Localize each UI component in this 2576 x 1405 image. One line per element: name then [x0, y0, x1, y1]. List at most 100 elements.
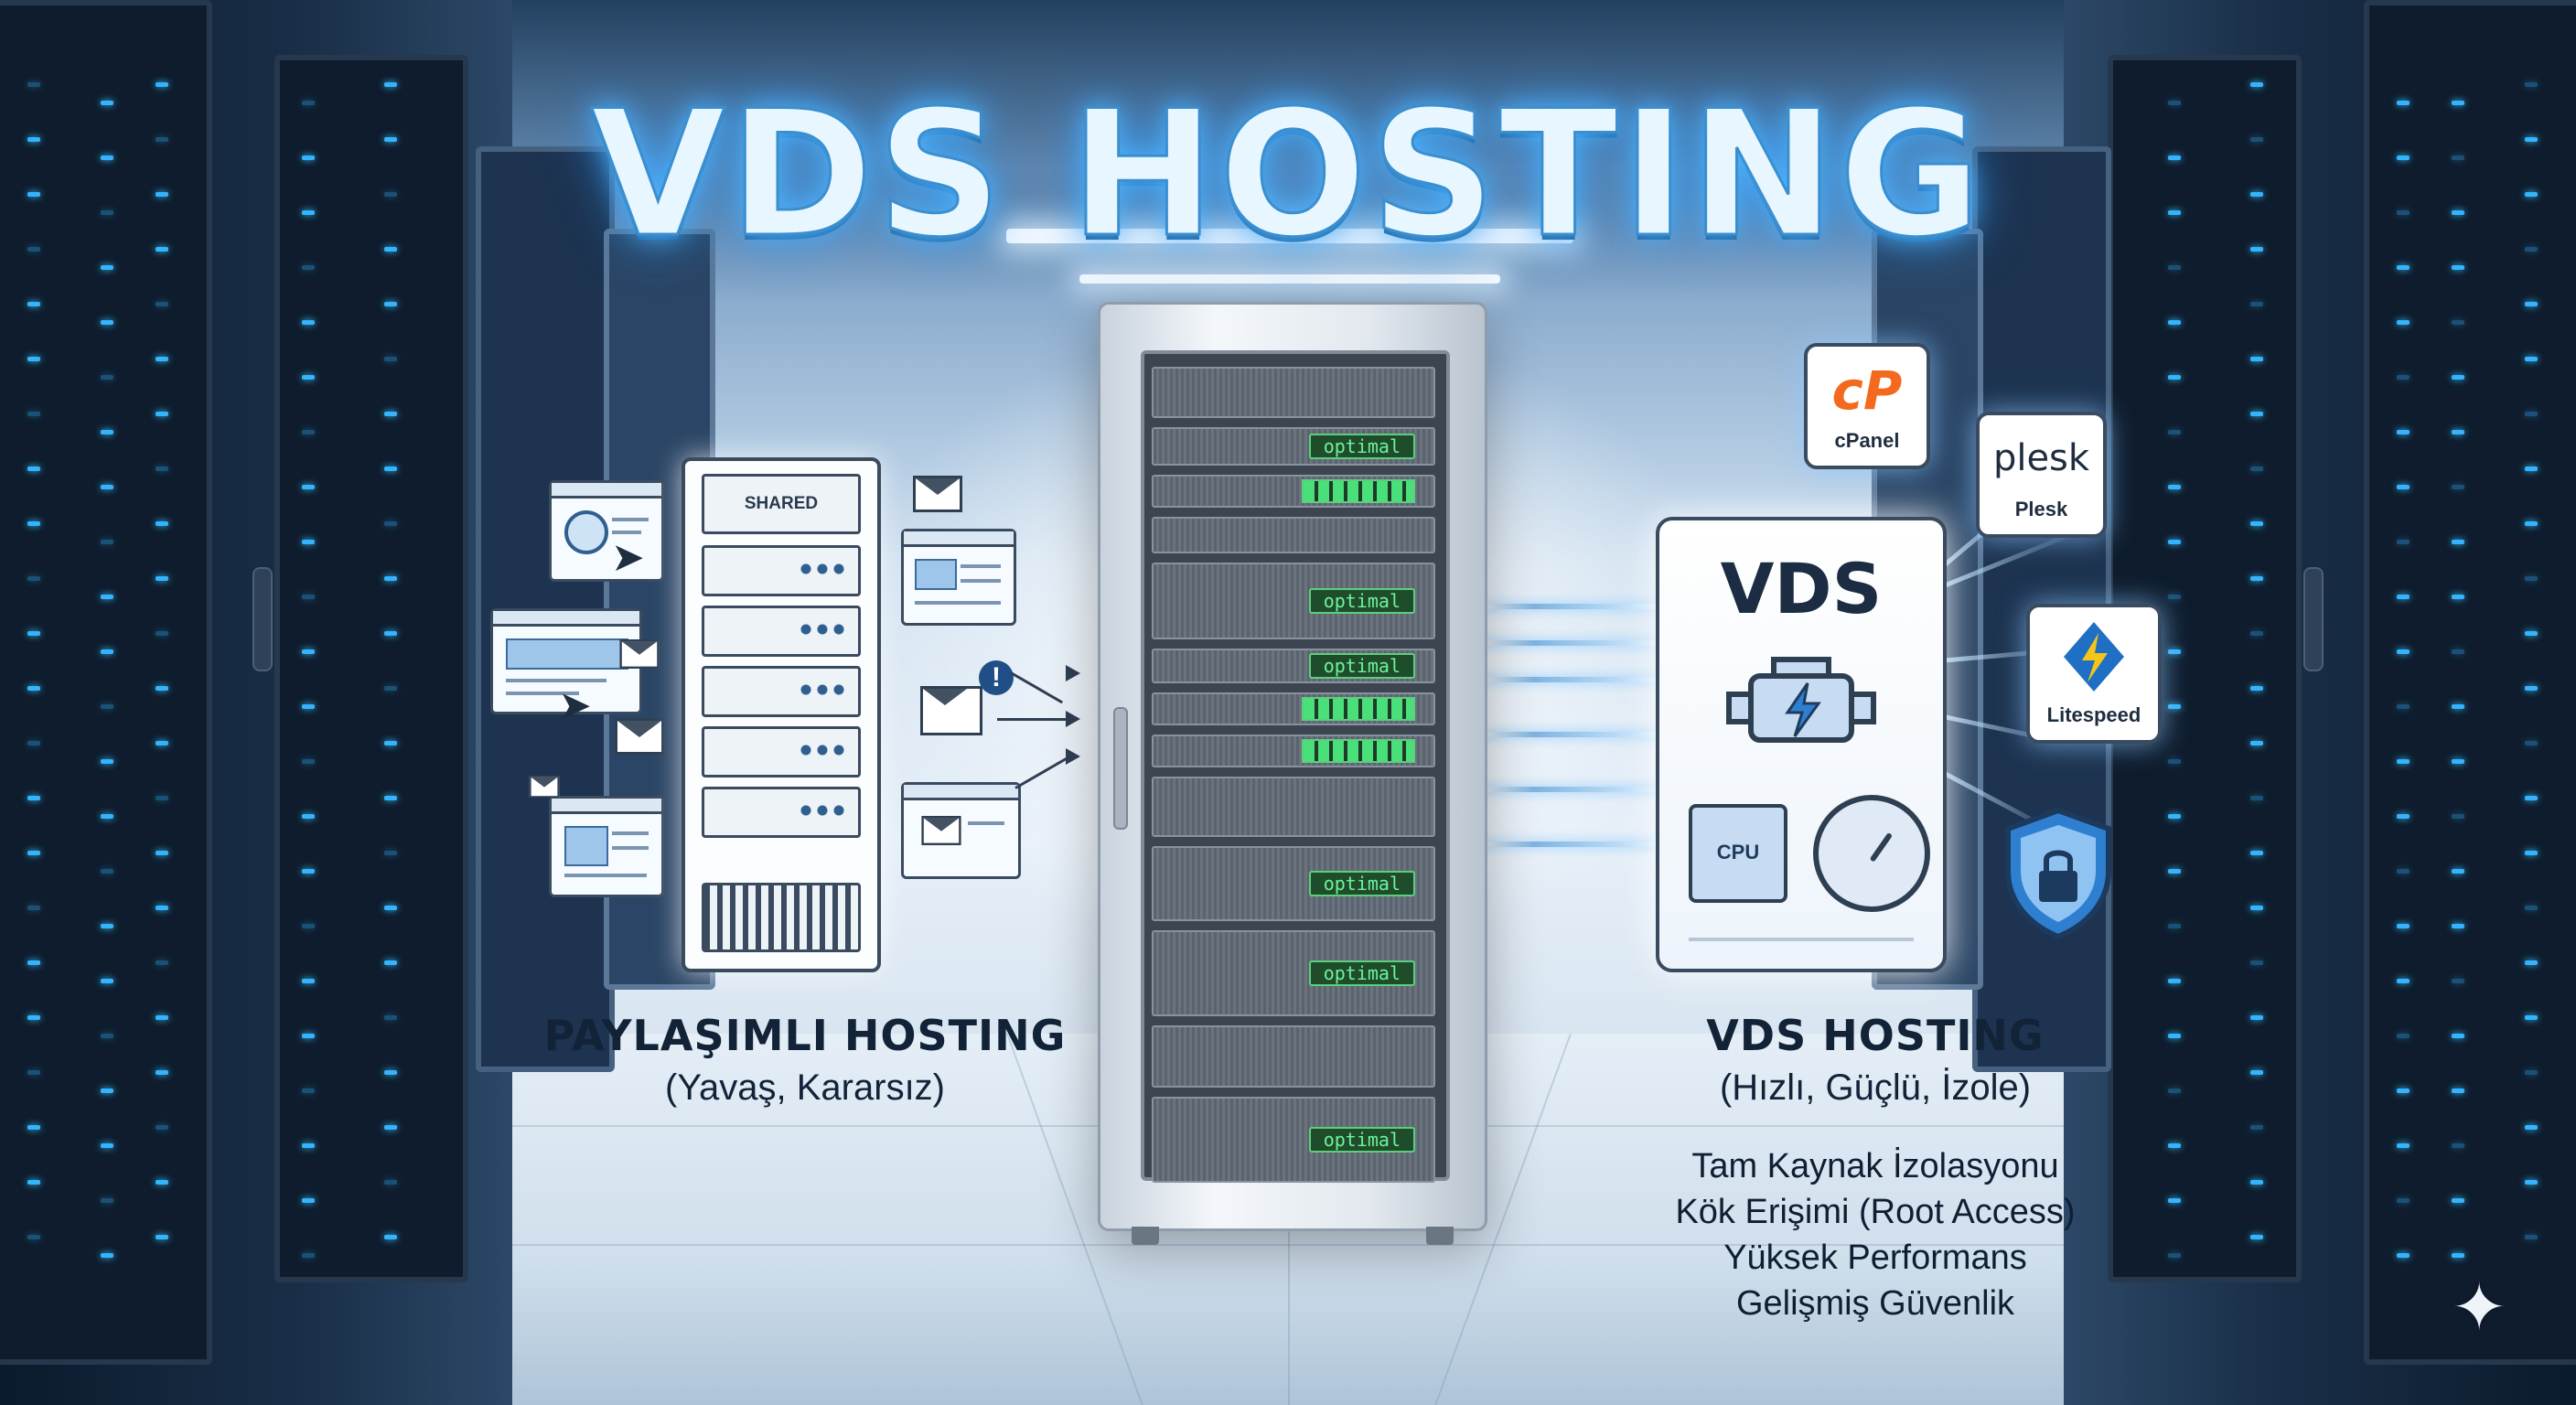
rack-led — [27, 686, 40, 691]
flow-arrow — [997, 718, 1068, 721]
rack-led — [2168, 759, 2181, 764]
rack-led — [27, 357, 40, 361]
rack-led — [2397, 759, 2410, 764]
rack-led — [2397, 1143, 2410, 1148]
rack-led — [156, 1015, 168, 1020]
ceiling-light — [1079, 274, 1500, 284]
page-title: VDS HOSTING — [589, 72, 1986, 277]
status-badge: optimal — [1308, 960, 1415, 986]
rack-led — [27, 1015, 40, 1020]
rack-led — [2452, 265, 2464, 270]
rack-led — [156, 1125, 168, 1130]
rack-led — [2525, 137, 2538, 142]
rack-led — [2452, 485, 2464, 489]
rack-led — [27, 1125, 40, 1130]
sparkle-icon: ✦ — [2452, 1271, 2507, 1345]
rack-led — [156, 1070, 168, 1075]
shared-hosting-caption: PAYLAŞIMLI HOSTING (Yavaş, Kararsız) — [494, 1011, 1116, 1109]
rack-led — [2525, 467, 2538, 471]
rack-led — [27, 302, 40, 306]
rack-led — [2525, 960, 2538, 965]
connection-line — [1482, 604, 1656, 609]
rack-led — [2452, 759, 2464, 764]
rack-led — [384, 82, 397, 87]
rack-led — [2397, 1253, 2410, 1258]
rack-led — [156, 247, 168, 252]
rack-led — [2452, 101, 2464, 105]
engine-icon — [1726, 657, 1876, 743]
rack-led — [2525, 686, 2538, 691]
rack-led — [384, 796, 397, 800]
rack-led — [2250, 302, 2263, 306]
rack-led — [2397, 265, 2410, 270]
rack-led — [2452, 156, 2464, 160]
rack-led — [384, 631, 397, 636]
rack-led — [302, 1198, 315, 1203]
rack-led — [2525, 741, 2538, 745]
rack-led — [2525, 412, 2538, 416]
rack-led — [27, 796, 40, 800]
rack-led — [101, 485, 113, 489]
rack-led — [2250, 851, 2263, 855]
connection-line — [1482, 732, 1656, 737]
rack-led — [302, 485, 315, 489]
plesk-label: Plesk — [2014, 498, 2068, 520]
rack-led — [2250, 1125, 2263, 1130]
rack-led — [384, 412, 397, 416]
rack-led — [101, 1253, 113, 1258]
rack-led — [2397, 430, 2410, 434]
rack-led — [101, 540, 113, 544]
rack-led — [2250, 467, 2263, 471]
feature-item: Tam Kaynak İzolasyonu — [1691, 1147, 2059, 1185]
rack-led — [101, 979, 113, 983]
rack-led — [156, 960, 168, 965]
lightning-icon — [1785, 682, 1821, 737]
rack-led — [156, 192, 168, 197]
rack-led — [101, 101, 113, 105]
shared-hosting-server: SHARED HOSTING — [682, 457, 881, 972]
flow-arrow — [1066, 665, 1080, 681]
rack-led — [2525, 851, 2538, 855]
envelope-icon — [913, 476, 962, 512]
rack-led — [2168, 595, 2181, 599]
rack-led — [2168, 430, 2181, 434]
flow-arrow — [1066, 748, 1080, 765]
server-unit: optimal — [1152, 846, 1435, 921]
rack-led — [2397, 1034, 2410, 1038]
rack-led — [384, 960, 397, 965]
rack-led — [2168, 101, 2181, 105]
rack-led — [384, 521, 397, 526]
rack-handle — [252, 567, 273, 671]
rack-led — [2397, 156, 2410, 160]
rack-led — [2397, 704, 2410, 709]
rack-led — [302, 814, 315, 819]
rack-led — [2397, 485, 2410, 489]
rack-led — [2250, 906, 2263, 910]
rack-led — [2250, 1070, 2263, 1075]
server-unit — [1152, 517, 1435, 553]
rack-led — [384, 247, 397, 252]
flow-arrow — [1066, 711, 1080, 727]
rack-led — [2250, 412, 2263, 416]
rack-led — [2525, 1235, 2538, 1239]
server-unit: optimal — [1152, 1097, 1435, 1183]
litespeed-label: Litespeed — [2046, 703, 2141, 726]
browser-window — [901, 782, 1021, 879]
rack-led — [156, 631, 168, 636]
rack-led — [2397, 1198, 2410, 1203]
right-server-racks — [2064, 0, 2576, 1405]
server-unit: optimal — [1152, 563, 1435, 639]
lock-icon — [2039, 850, 2077, 902]
globe-icon — [564, 510, 608, 554]
server-rack — [2364, 0, 2576, 1365]
server-rack — [0, 0, 212, 1365]
rack-led — [302, 540, 315, 544]
rack-led — [2397, 540, 2410, 544]
floor-tile-line — [0, 1244, 2576, 1246]
browser-window — [901, 529, 1016, 626]
rack-led — [302, 759, 315, 764]
rack-led — [2397, 101, 2410, 105]
rack-led — [27, 1180, 40, 1185]
rack-foot — [1132, 1227, 1159, 1245]
